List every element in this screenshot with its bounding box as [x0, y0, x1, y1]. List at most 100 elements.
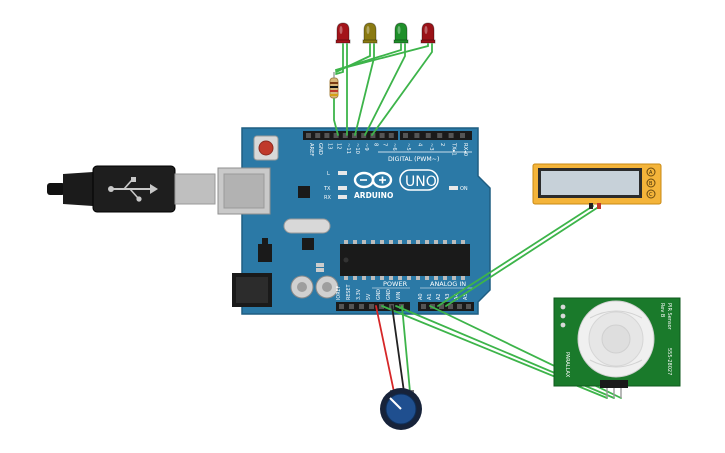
power-pin-hole[interactable]	[369, 304, 374, 309]
analog-pin-hole[interactable]	[439, 304, 444, 309]
digital-pin-label: ~10	[354, 143, 360, 154]
digital-pin-hole[interactable]	[315, 133, 321, 138]
power-pin-hole[interactable]	[359, 304, 364, 309]
digital-pin-hole[interactable]	[388, 133, 394, 138]
digital-pin-label: 2	[439, 143, 445, 146]
atmega-microcontroller	[340, 244, 470, 276]
lcd-display-module[interactable]: ABC	[532, 163, 662, 209]
digital-pin-hole[interactable]	[460, 133, 465, 138]
digital-pin-label: 13	[326, 143, 332, 150]
led-tx	[338, 186, 347, 190]
digital-pin-label: 7	[382, 143, 388, 146]
potentiometer[interactable]	[380, 388, 422, 430]
usb-chip	[298, 186, 310, 198]
wire-pot-red[interactable]	[375, 305, 395, 393]
usb-icon	[108, 177, 158, 202]
wire-led-green-pin11[interactable]	[364, 43, 406, 136]
digital-pin-label: AREF	[308, 143, 314, 156]
wire-led-green-gnd[interactable]	[335, 43, 402, 71]
digital-pin-hole[interactable]	[370, 133, 376, 138]
lcd-button[interactable]	[646, 167, 656, 177]
uno-badge	[399, 169, 439, 191]
arduino-infinity-icon	[353, 171, 393, 189]
wire-led-red2-pin10[interactable]	[371, 43, 433, 136]
power-pin-label: GND	[386, 289, 392, 300]
wire-pot-black[interactable]	[391, 305, 405, 393]
digital-pin-hole[interactable]	[437, 133, 443, 138]
pir-sensor-module[interactable]: PIR Sensor Rev B 555-28027 PARALLAX	[553, 297, 681, 398]
wire-led-red2-gnd[interactable]	[335, 43, 429, 71]
usb-cable-strain-relief	[63, 172, 93, 206]
usb-cable-end	[47, 183, 65, 195]
pir-title-line2: Rev B	[659, 303, 665, 318]
pir-title-line1: PIR Sensor	[666, 303, 672, 331]
power-pin-label: RESET	[346, 285, 352, 300]
digital-pin-label: TX▸1	[451, 142, 457, 156]
regulator-chip	[302, 238, 314, 250]
wire-led-yellow-pin12[interactable]	[354, 43, 375, 136]
chip-pins-top	[344, 240, 465, 244]
resistor[interactable]	[329, 72, 339, 99]
wire-pot-green[interactable]	[401, 305, 411, 393]
power-pin-label: VIN	[396, 291, 402, 300]
lcd-screen	[541, 171, 639, 195]
analog-pin-label: A0	[418, 293, 424, 300]
led-red-2[interactable]	[420, 22, 436, 44]
reset-button-cap[interactable]	[258, 140, 274, 156]
led-green[interactable]	[393, 22, 409, 44]
pir-part-number: 555-28027	[666, 348, 672, 375]
power-pin-hole[interactable]	[349, 304, 354, 309]
digital-pin-hole[interactable]	[414, 133, 420, 138]
analog-pin-label: A3	[445, 293, 451, 300]
power-pin-label: IOREF	[336, 285, 342, 300]
digital-pin-label: 4	[416, 143, 422, 147]
digital-pin-hole[interactable]	[425, 133, 431, 138]
analog-pin-label: A2	[436, 293, 442, 300]
digital-pin-label: RX◂0	[462, 143, 468, 156]
power-pin-hole[interactable]	[339, 304, 344, 309]
wire-display-2[interactable]	[445, 205, 601, 307]
digital-pin-hole[interactable]	[324, 133, 330, 138]
power-header-label: POWER	[383, 280, 408, 288]
digital-pin-label: 8	[372, 143, 378, 146]
uno-badge-text: UNO	[405, 174, 437, 190]
pir-pin-header	[600, 380, 628, 388]
analog-header-label: ANALOG IN	[430, 280, 466, 288]
power-pin-label: 5V	[366, 293, 372, 300]
analog-pin-hole[interactable]	[448, 304, 453, 309]
lcd-buttons[interactable]: ABC	[646, 167, 656, 199]
led-on	[449, 186, 458, 190]
lcd-button[interactable]	[646, 189, 656, 199]
usb-cable[interactable]	[47, 165, 216, 213]
led-l	[338, 171, 347, 175]
digital-pin-hole[interactable]	[342, 133, 348, 138]
digital-pin-hole[interactable]	[448, 133, 454, 138]
digital-pin-label: ~6	[391, 143, 397, 151]
digital-pin-hole[interactable]	[333, 133, 339, 138]
led-tx-label: TX	[323, 186, 331, 192]
led-array[interactable]	[335, 22, 436, 44]
digital-pin-hole[interactable]	[379, 133, 385, 138]
chip-pins-bottom	[344, 276, 465, 280]
led-yellow[interactable]	[362, 22, 378, 44]
wire-display-1[interactable]	[437, 205, 594, 307]
voltage-regulator	[258, 244, 272, 262]
wire-led-red-gnd[interactable]	[335, 43, 344, 75]
analog-pin-hole[interactable]	[421, 304, 426, 309]
led-rx-label: RX	[324, 195, 331, 201]
led-red[interactable]	[335, 22, 351, 44]
digital-pin-holes[interactable]	[306, 133, 465, 138]
analog-pin-label: A5	[463, 293, 469, 300]
lcd-button[interactable]	[646, 178, 656, 188]
analog-pin-hole[interactable]	[466, 304, 471, 309]
digital-pin-hole[interactable]	[361, 133, 367, 138]
led-l-label: L	[327, 171, 330, 177]
arduino-logo-text: ARDUINO	[354, 191, 393, 200]
digital-pin-hole[interactable]	[403, 133, 408, 138]
analog-pin-hole[interactable]	[457, 304, 462, 309]
digital-pin-hole[interactable]	[306, 133, 311, 138]
digital-pin-label: GND	[317, 143, 323, 155]
digital-pin-label: 12	[336, 143, 342, 150]
wire-resistor-gnd[interactable]	[333, 97, 339, 136]
